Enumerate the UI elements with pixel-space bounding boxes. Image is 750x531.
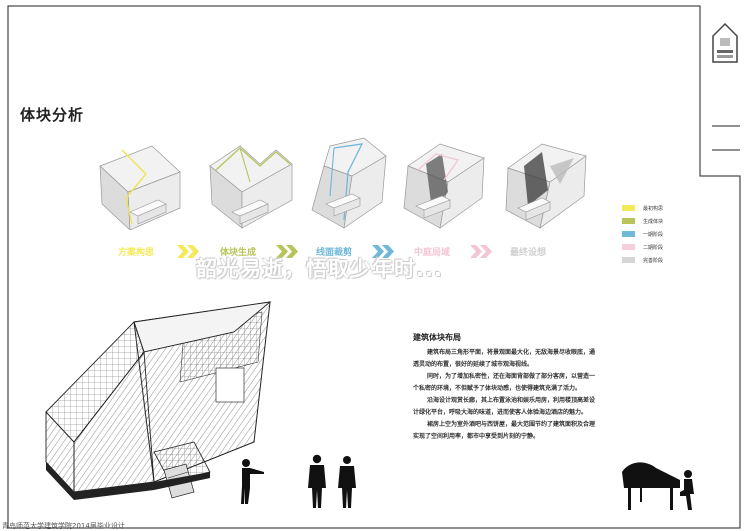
legend-label: 二期阶段 [643, 244, 664, 251]
legend-label: 生成体块 [643, 218, 664, 225]
description-title: 建筑体块布局 [413, 333, 461, 342]
description-paragraph: 沿海设计观赏长廊，其上布置泳池和娱乐用房，利用楼顶高差设计绿化平台，呼吸大海的味… [413, 397, 596, 416]
person-pointing-silhouette [241, 459, 264, 504]
legend-swatch [622, 205, 635, 211]
legend-swatch [622, 257, 635, 263]
chevron-right-icon [276, 245, 298, 258]
legend-item: 一期阶段 [622, 228, 663, 240]
building-sketch [45, 301, 272, 500]
legend-item: 完善阶段 [622, 254, 663, 266]
massing-diagram-5 [505, 143, 587, 229]
massing-diagram-3 [311, 137, 387, 229]
step-label-1: 方案构思 [118, 248, 155, 258]
legend: 最初构思 生成体块 一期阶段 二期阶段 完善阶段 [622, 202, 663, 267]
legend-label: 一期阶段 [643, 231, 664, 238]
piano-player-silhouette [622, 462, 694, 510]
description-block: 建筑体块布局 建筑布局三角形平面，将景观面最大化，无敌海景尽收眼底，通透灵动的布… [413, 332, 595, 443]
section-title: 体块分析 [20, 106, 85, 124]
chevron-right-icon [470, 245, 492, 258]
massing-diagram-2 [209, 145, 293, 229]
massing-diagram-4 [403, 143, 485, 229]
legend-label: 完善阶段 [643, 257, 664, 264]
massing-diagram-1 [99, 145, 181, 230]
watermark-text: 韶光易逝，悟取少年时... [196, 257, 443, 281]
step-label-2: 体块生成 [220, 248, 257, 258]
legend-item: 生成体块 [622, 215, 663, 227]
step-label-3: 线面裁剪 [316, 248, 353, 258]
house-logo-icon [712, 22, 738, 63]
description-paragraph: 建筑布局三角形平面，将景观面最大化，无敌海景尽收眼底，通透灵动的布置，很好的延续… [413, 349, 596, 368]
chevron-right-icon [372, 245, 394, 258]
legend-swatch [622, 244, 635, 250]
chevron-right-icon [177, 245, 199, 258]
footer-text: 青岛师范大学建筑学院2014届毕业设计 [2, 522, 125, 530]
legend-label: 最初构思 [643, 205, 664, 212]
legend-swatch [622, 231, 635, 237]
step-label-5: 最终设想 [510, 248, 547, 258]
description-paragraph: 裙房上空为室外酒吧与西饼屋，最大范围节约了建筑面积及合理实现了空间利用率，都市中… [413, 421, 596, 440]
legend-item: 最初构思 [622, 202, 663, 214]
description-paragraph: 同时，为了增加私密性，还在海面背部做了部分客房，以营造一个私密的环境，不但赋予了… [413, 373, 596, 392]
legend-swatch [622, 218, 635, 224]
people-standing-silhouette [308, 454, 356, 508]
legend-item: 二期阶段 [622, 241, 663, 253]
step-label-4: 中庭局域 [414, 248, 451, 258]
